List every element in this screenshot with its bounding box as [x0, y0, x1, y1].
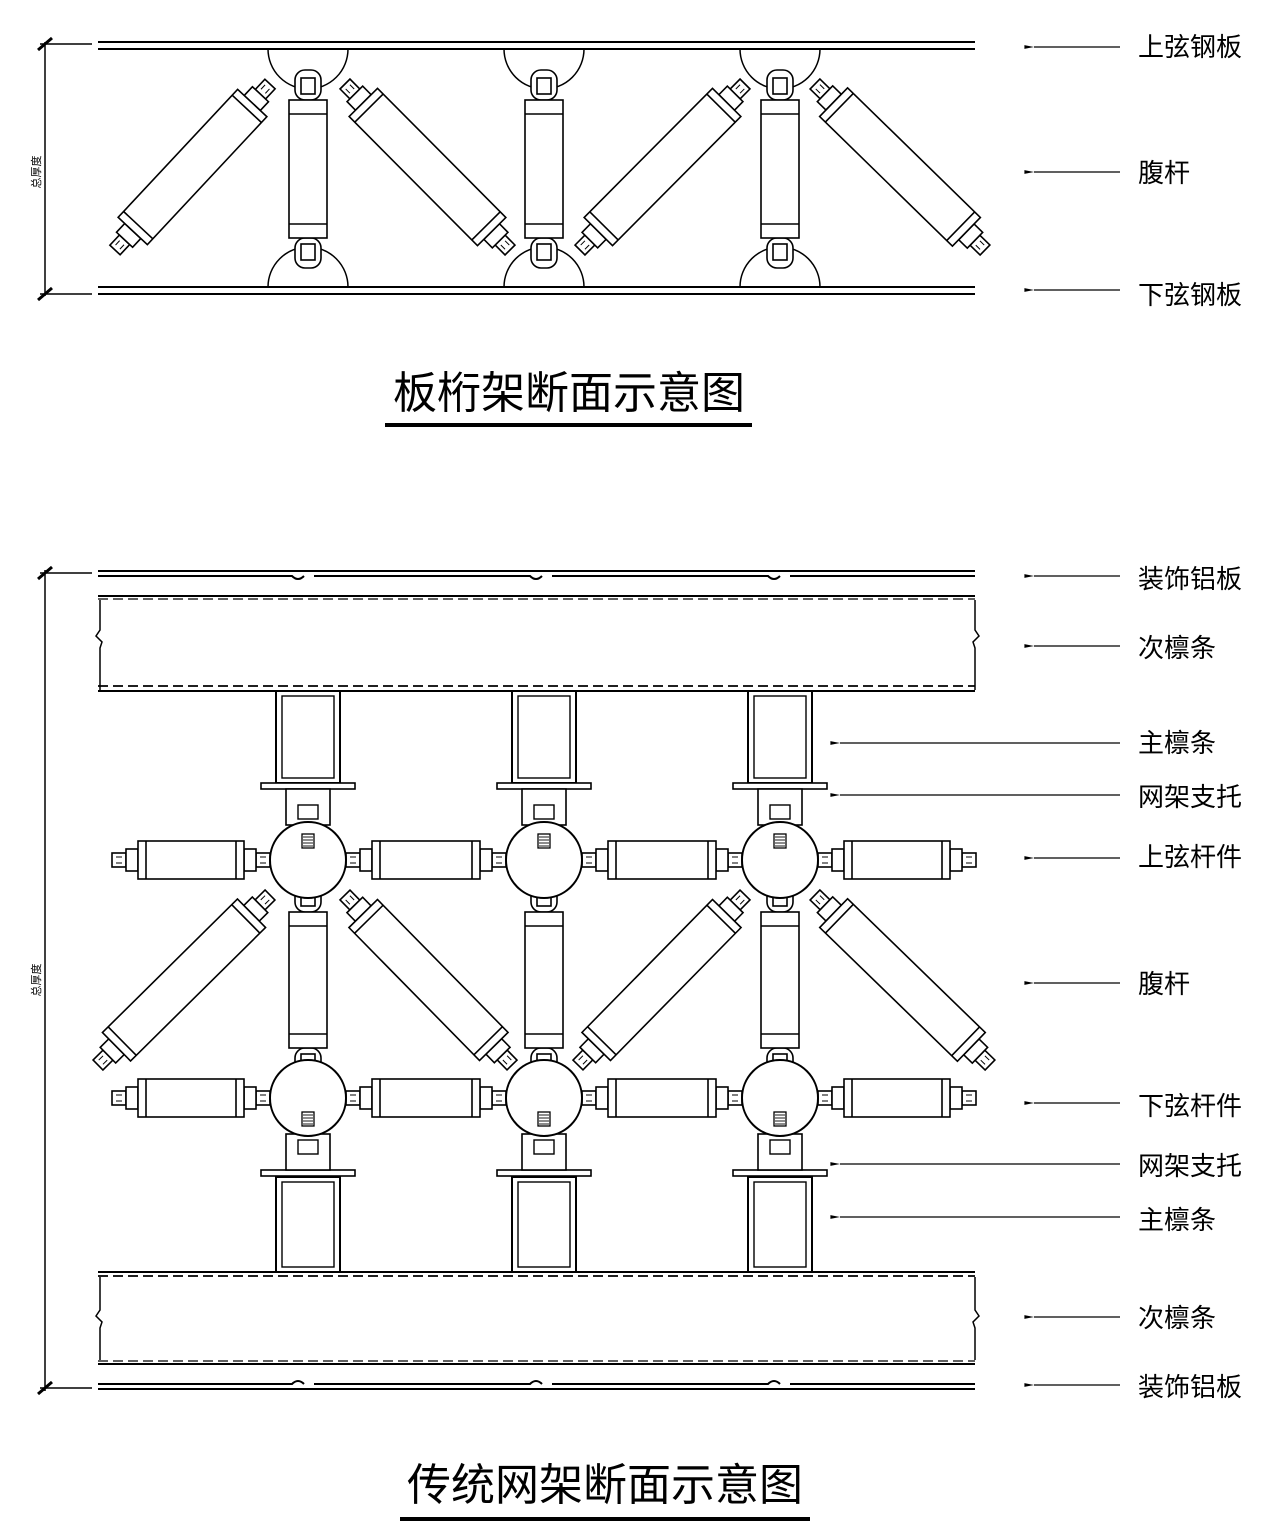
top-chord-member-3 — [581, 840, 743, 880]
label-bottom-chord-member: 下弦杆件 — [1138, 1092, 1242, 1122]
thickness-label: 总厚度 — [29, 156, 43, 189]
support-bottom-2 — [521, 1133, 567, 1171]
label-sec-purlin-top: 次檩条 — [1138, 634, 1216, 664]
label-support-top: 网架支托 — [1138, 783, 1242, 813]
bottom-chord-plate — [98, 286, 975, 295]
web-vertical-3 — [760, 69, 800, 269]
thickness-label-2: 总厚度 — [29, 964, 43, 997]
label-top-chord-member: 上弦杆件 — [1138, 843, 1242, 873]
support-top-1 — [285, 788, 331, 826]
bottom-chord-member-2 — [345, 1078, 507, 1118]
bottom-chord-member-1 — [111, 1078, 271, 1118]
thickness-dimension-2 — [37, 565, 92, 1396]
web-vertical-3 — [760, 881, 800, 1079]
web-diagonal-1 — [91, 888, 277, 1072]
web-diagonal-1 — [108, 78, 277, 256]
label-main-purlin-top: 主檩条 — [1138, 729, 1216, 759]
plate-truss-diagram: 总厚度 上弦钢板 腹杆 下弦钢板 板桁架断面示 — [29, 33, 1242, 427]
top-chord-member-1 — [111, 840, 271, 880]
top-deco-panel — [98, 570, 975, 600]
label-top-chord: 上弦钢板 — [1138, 33, 1242, 63]
web-diagonal-2 — [338, 77, 517, 257]
support-top-2 — [521, 788, 567, 826]
top-secondary-purlin — [95, 600, 980, 692]
labels: 上弦钢板 腹杆 下弦钢板 — [1024, 33, 1242, 311]
web-vertical-1 — [288, 881, 328, 1079]
bottom-secondary-purlin — [95, 1271, 980, 1360]
web-vertical-2 — [524, 881, 564, 1079]
bottom-deco-panel — [98, 1360, 975, 1390]
web-members — [108, 69, 992, 269]
ball-node-bottom-3 — [741, 1059, 819, 1137]
bottom-chord-member-3 — [581, 1078, 743, 1118]
web-diagonal-2 — [338, 888, 519, 1072]
main-purlin-top-1 — [260, 690, 356, 790]
label-deco-bottom: 装饰铝板 — [1138, 1373, 1242, 1403]
web-vertical-2 — [524, 69, 564, 269]
label-support-bottom: 网架支托 — [1138, 1152, 1242, 1182]
top-chord-plate — [98, 41, 975, 50]
label-deco-top: 装饰铝板 — [1138, 565, 1242, 595]
main-purlin-top-2 — [496, 690, 592, 790]
bottom-chord-member-4 — [817, 1078, 977, 1118]
thickness-dimension — [37, 36, 92, 302]
support-bottom-3 — [757, 1133, 803, 1171]
main-purlin-bottom-1 — [260, 1169, 356, 1273]
ball-node-top-2 — [505, 821, 583, 899]
label-sec-purlin-bottom: 次檩条 — [1138, 1304, 1216, 1334]
label-main-purlin-bottom: 主檩条 — [1138, 1206, 1216, 1236]
web-vertical-1 — [288, 69, 328, 269]
title-space-frame: 传统网架断面示意图 — [407, 1460, 803, 1511]
space-frame-members — [91, 690, 997, 1273]
main-purlin-bottom-2 — [496, 1169, 592, 1273]
web-diagonal-3 — [571, 888, 752, 1072]
support-bottom-1 — [285, 1133, 331, 1171]
support-top-3 — [757, 788, 803, 826]
label-web: 腹杆 — [1138, 159, 1190, 189]
web-diagonal-3 — [573, 77, 752, 257]
ball-node-top-1 — [269, 821, 347, 899]
space-frame-diagram: 总厚度 — [29, 565, 1242, 1521]
labels-2: 装饰铝板 次檩条 主檩条 网架支托 上弦杆件 腹杆 下弦杆件 网架支托 主檩条 … — [830, 565, 1242, 1403]
ball-node-bottom-2 — [505, 1059, 583, 1137]
main-purlin-top-3 — [732, 690, 828, 790]
label-web-2: 腹杆 — [1138, 970, 1190, 1000]
ball-node-bottom-1 — [269, 1059, 347, 1137]
label-bottom-chord: 下弦钢板 — [1138, 281, 1242, 311]
web-diagonal-4 — [808, 888, 997, 1072]
title-plate-truss: 板桁架断面示意图 — [393, 368, 745, 419]
web-diagonal-4 — [808, 77, 992, 257]
main-purlin-bottom-3 — [732, 1169, 828, 1273]
top-chord-member-2 — [345, 840, 507, 880]
ball-node-top-3 — [741, 821, 819, 899]
top-chord-member-4 — [817, 840, 977, 880]
